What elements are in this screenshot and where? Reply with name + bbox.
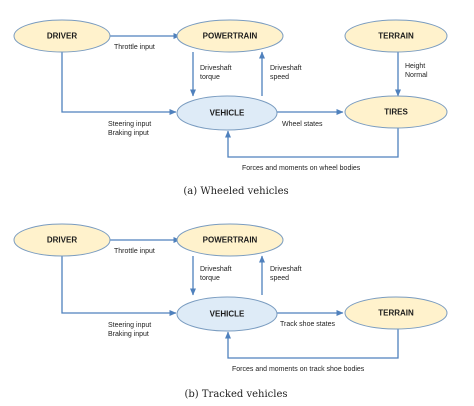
node-driver-b-label: DRIVER [47,236,77,245]
node-terrain-shape [344,19,448,53]
node-terrain-b-label: TERRAIN [378,309,414,318]
label-throttle-input-b: Throttle input [114,248,155,255]
node-driver-shape [13,19,111,53]
label-height-normal: Height Normal [405,63,428,79]
label-driveshaft-torque-line2: torque [200,74,220,81]
label-wheel-states: Wheel states [282,121,323,128]
label-driveshaft-torque-b-line1: Driveshaft [200,266,232,273]
label-throttle-input: Throttle input [114,44,155,51]
node-terrain-label: TERRAIN [378,32,414,41]
label-driveshaft-torque-line1: Driveshaft [200,65,232,72]
label-driveshaft-speed-b: Driveshaft speed [270,266,303,282]
edge-steering-braking-b [61,256,177,316]
caption-wheeled: (a) Wheeled vehicles [183,186,288,197]
diagram-tracked: DRIVER POWERTRAIN VEHICLE TERRAIN Thrott… [13,223,448,400]
label-height-normal-line1: Height [405,63,425,70]
label-driveshaft-speed-b-line2: speed [270,275,289,282]
node-terrain: TERRAIN [344,19,448,53]
label-steering-braking: Steering input Braking input [108,121,153,137]
label-driveshaft-speed-line1: Driveshaft [270,65,302,72]
node-vehicle-label: VEHICLE [210,109,245,118]
node-tires: TIRES [344,95,448,129]
label-steering-line-b: Steering input [108,322,151,329]
node-powertrain: POWERTRAIN [176,19,284,53]
label-height-normal-line2: Normal [405,72,428,79]
label-driveshaft-speed-line2: speed [270,74,289,81]
node-powertrain-b-label: POWERTRAIN [203,236,258,245]
diagram-wheeled: DRIVER POWERTRAIN TERRAIN VEHICLE TIRES … [13,19,448,197]
node-tires-shape [344,95,448,129]
edge-forces-moments [225,128,399,158]
node-powertrain-b: POWERTRAIN [176,223,284,257]
node-tires-label: TIRES [384,108,408,117]
label-forces-moments: Forces and moments on wheel bodies [242,165,361,172]
edges-tracked [61,237,399,359]
label-steering-braking-b: Steering input Braking input [108,322,153,338]
node-terrain-b-shape [344,296,448,330]
node-vehicle-b-shape [176,296,278,332]
caption-tracked: (b) Tracked vehicles [184,389,287,400]
label-driveshaft-speed-b-line1: Driveshaft [270,266,302,273]
node-powertrain-label: POWERTRAIN [203,32,258,41]
label-driveshaft-speed: Driveshaft speed [270,65,303,81]
node-driver-b-shape [13,223,111,257]
node-vehicle: VEHICLE [176,95,278,131]
label-driveshaft-torque-b-line2: torque [200,275,220,282]
label-track-shoe-states: Track shoe states [280,321,335,328]
node-powertrain-b-shape [176,223,284,257]
node-terrain-b: TERRAIN [344,296,448,330]
edge-steering-braking [61,52,177,115]
node-vehicle-b-label: VEHICLE [210,310,245,319]
label-braking-line-b: Braking input [108,331,149,338]
node-powertrain-shape [176,19,284,53]
node-vehicle-shape [176,95,278,131]
node-driver-label: DRIVER [47,32,77,41]
label-steering-line: Steering input [108,121,151,128]
label-braking-line: Braking input [108,130,149,137]
edge-forces-moments-b [225,329,399,359]
edges-wheeled [61,33,401,158]
label-driveshaft-torque-b: Driveshaft torque [200,266,233,282]
node-driver-b: DRIVER [13,223,111,257]
label-driveshaft-torque: Driveshaft torque [200,65,233,81]
node-vehicle-b: VEHICLE [176,296,278,332]
node-driver: DRIVER [13,19,111,53]
label-forces-moments-b: Forces and moments on track shoe bodies [232,366,365,373]
